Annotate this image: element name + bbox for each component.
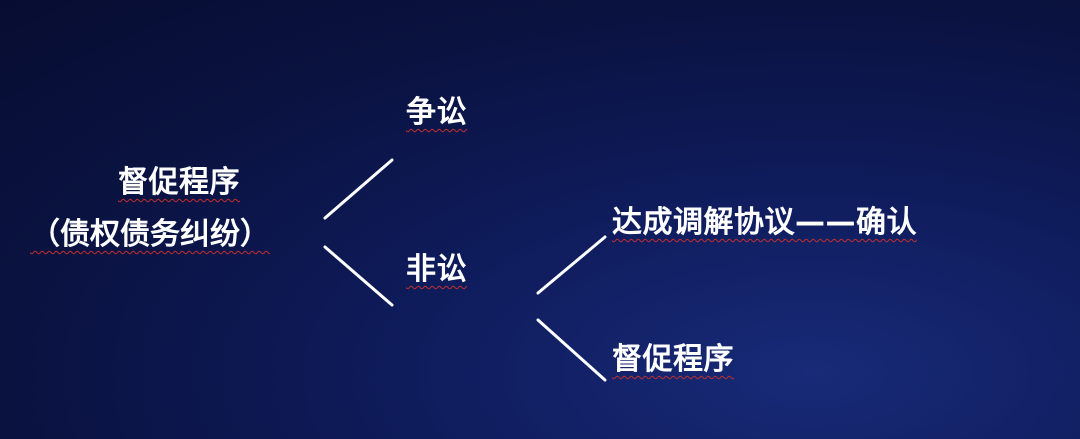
connector-root-to-non-contentious [323,245,394,307]
root-title: 督促程序 [118,165,240,200]
outcome-payment-order: 督促程序 [612,342,734,377]
connector-non-contentious-to-payment-order [536,318,607,382]
branch-contentious: 争讼 [406,95,467,130]
branch-non-contentious: 非讼 [406,252,467,287]
outcome-mediation: 达成调解协议——确认 [612,205,917,240]
root-subtitle: （债权债务纠纷） [30,217,270,252]
connector-non-contentious-to-mediation [536,235,607,295]
connector-root-to-contentious [323,158,394,220]
